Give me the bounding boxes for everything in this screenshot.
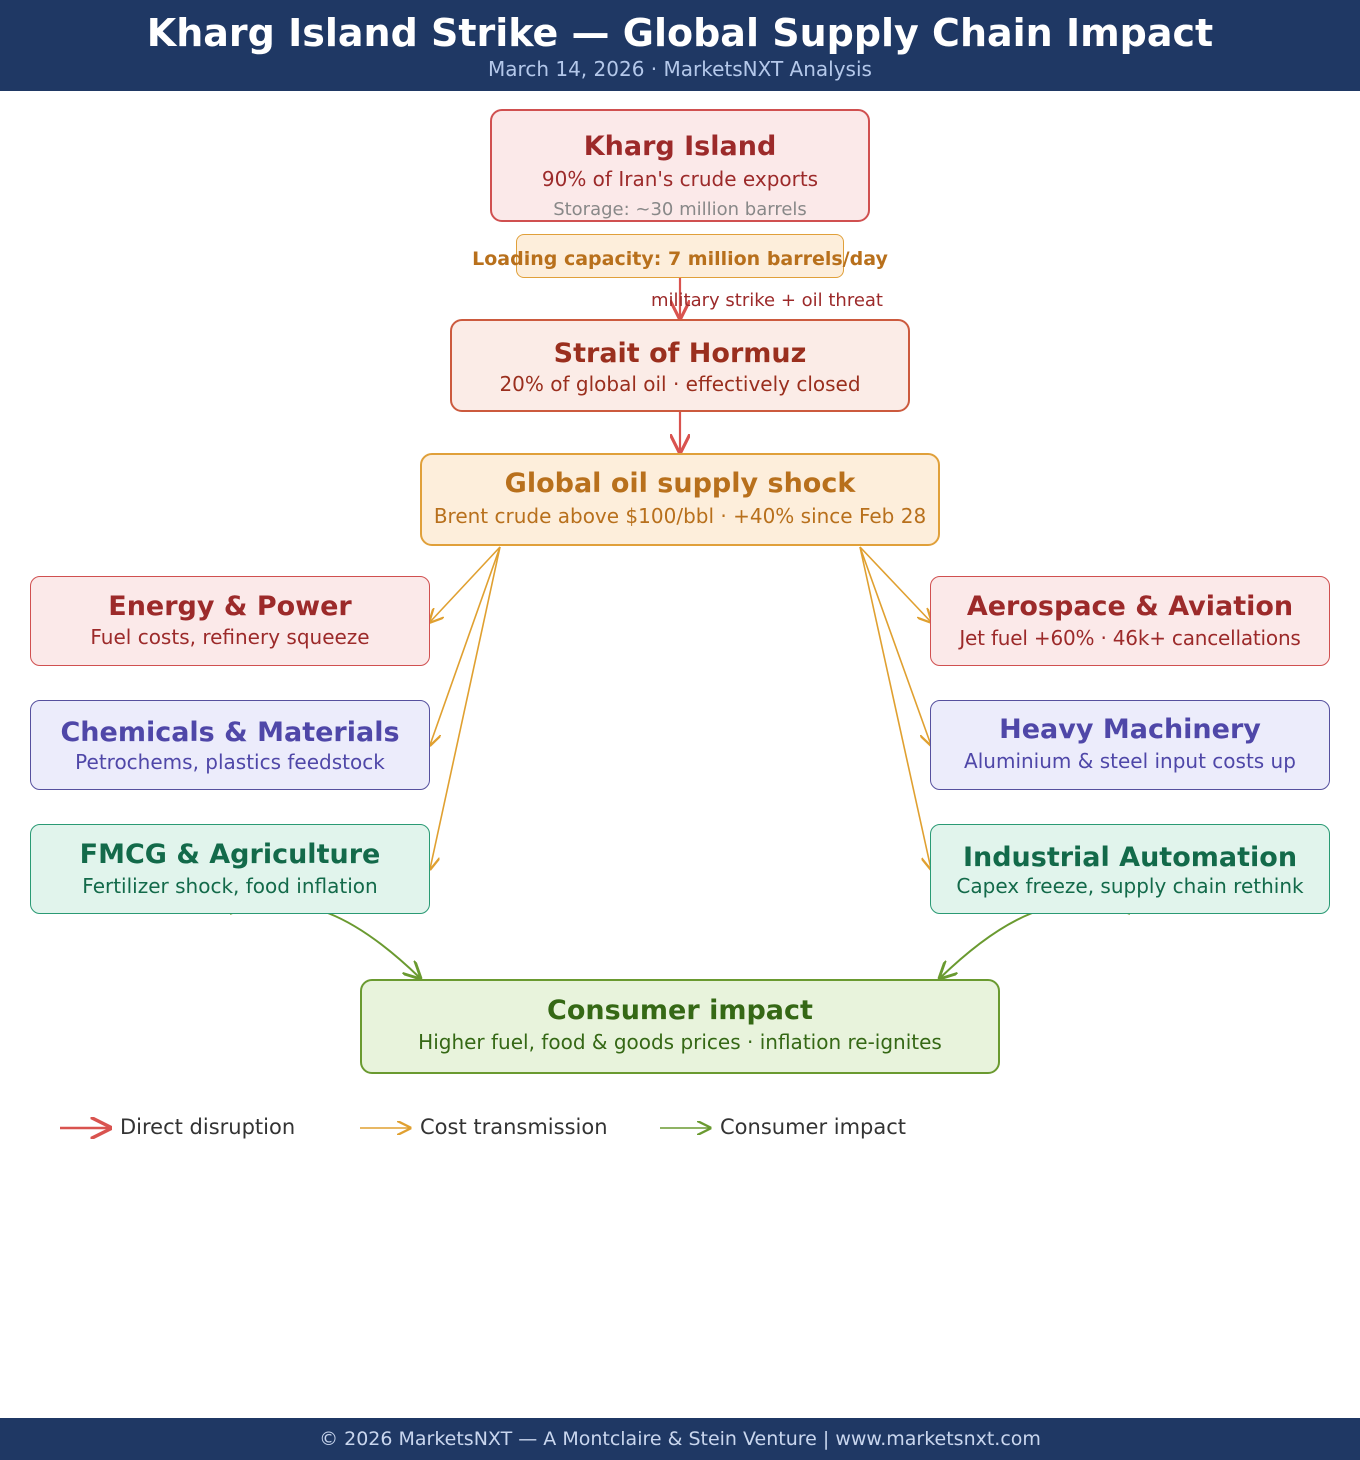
node-machinery-line1: Aluminium & steel input costs up: [964, 749, 1296, 773]
node-hormuz-line1: 20% of global oil · effectively closed: [499, 372, 861, 396]
node-shock-line1: Brent crude above $100/bbl · +40% since …: [433, 504, 927, 528]
node-aerospace-title: Aerospace & Aviation: [966, 591, 1294, 622]
node-aerospace-line1: Jet fuel +60% · 46k+ cancellations: [959, 626, 1301, 650]
node-kharg-island: Kharg Island 90% of Iran's crude exports…: [490, 109, 870, 222]
node-kharg-line2: Storage: ~30 million barrels: [553, 199, 807, 220]
edge-shock-machinery: [859, 546, 931, 745]
edge-shock-automation: [859, 546, 931, 869]
node-consumer-impact: Consumer impact Higher fuel, food & good…: [360, 979, 1000, 1074]
node-kharg-title: Kharg Island: [583, 131, 777, 162]
node-automation-title: Industrial Automation: [962, 842, 1298, 873]
node-energy-line1: Fuel costs, refinery squeeze: [90, 625, 370, 649]
header-bar: Kharg Island Strike — Global Supply Chai…: [0, 0, 1360, 91]
edge-automation-consumer: [940, 902, 1131, 978]
node-consumer-title: Consumer impact: [547, 995, 813, 1026]
node-strait-of-hormuz: Strait of Hormuz 20% of global oil · eff…: [450, 319, 910, 412]
node-energy-power: Energy & Power Fuel costs, refinery sque…: [30, 576, 430, 666]
footer-bar: © 2026 MarketsNXT — A Montclaire & Stein…: [0, 1418, 1360, 1460]
node-shock-title: Global oil supply shock: [504, 468, 856, 499]
node-aerospace-aviation: Aerospace & Aviation Jet fuel +60% · 46k…: [930, 576, 1330, 666]
node-energy-title: Energy & Power: [108, 591, 352, 622]
edge-label-military-strike: military strike + oil threat: [651, 290, 883, 311]
edge-shock-fmcg: [430, 546, 501, 869]
loading-capacity-label: Loading capacity: 7 million barrels/day: [472, 248, 888, 270]
node-automation-line1: Capex freeze, supply chain rethink: [956, 874, 1304, 898]
node-kharg-line1: 90% of Iran's crude exports: [541, 167, 819, 191]
legend-cost-label: Cost transmission: [420, 1115, 608, 1139]
footer-text: © 2026 MarketsNXT — A Montclaire & Stein…: [319, 1428, 1041, 1450]
node-fmcg-agriculture: FMCG & Agriculture Fertilizer shock, foo…: [30, 824, 430, 914]
node-fmcg-title: FMCG & Agriculture: [79, 839, 381, 870]
node-industrial-automation: Industrial Automation Capex freeze, supp…: [930, 824, 1330, 914]
page-title: Kharg Island Strike — Global Supply Chai…: [146, 11, 1214, 55]
node-global-oil-shock: Global oil supply shock Brent crude abov…: [420, 453, 940, 546]
node-consumer-line1: Higher fuel, food & goods prices · infla…: [418, 1030, 942, 1054]
node-chemicals-title: Chemicals & Materials: [60, 717, 400, 748]
legend-consumer-label: Consumer impact: [720, 1115, 907, 1139]
node-chemicals-line1: Petrochems, plastics feedstock: [75, 750, 385, 774]
node-machinery-title: Heavy Machinery: [999, 714, 1261, 745]
node-fmcg-line1: Fertilizer shock, food inflation: [82, 874, 378, 898]
node-chemicals-materials: Chemicals & Materials Petrochems, plasti…: [30, 700, 430, 790]
node-heavy-machinery: Heavy Machinery Aluminium & steel input …: [930, 700, 1330, 790]
edge-shock-energy: [430, 546, 501, 622]
node-loading-capacity: [516, 234, 844, 278]
edge-shock-chemicals: [430, 546, 501, 745]
edge-fmcg-consumer: [229, 902, 420, 978]
page-subtitle: March 14, 2026 · MarketsNXT Analysis: [488, 57, 872, 81]
legend-direct-label: Direct disruption: [120, 1115, 296, 1139]
edge-shock-aerospace: [859, 546, 931, 622]
node-hormuz-title: Strait of Hormuz: [553, 338, 807, 369]
